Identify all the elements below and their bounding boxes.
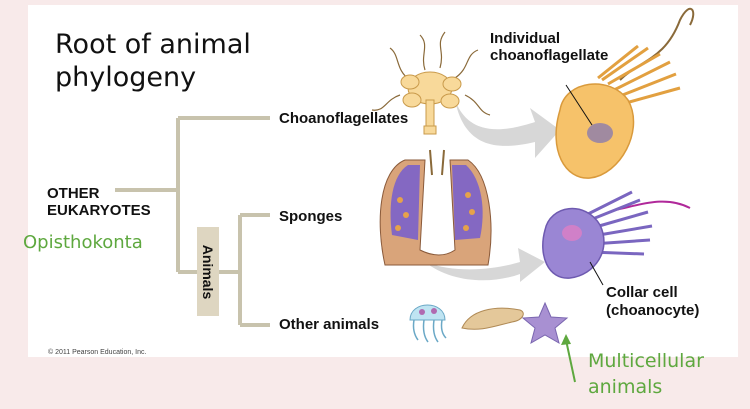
individual-choano-line2: choanoflagellate (490, 47, 609, 64)
choanoflagellate-colony-illustration (371, 31, 491, 135)
collar-cell-illustration (542, 190, 691, 286)
multicellular-line2: animals (588, 376, 663, 398)
sea-star-illustration (521, 301, 569, 345)
individual-choanoflagellate-illustration (555, 7, 695, 179)
other-eukaryotes-label: OTHER EUKARYOTES (47, 185, 151, 219)
arrow-to-individual-choano (455, 100, 560, 158)
slide-title: Root of animal phylogeny (55, 29, 251, 93)
other-eukaryotes-line2: EUKARYOTES (47, 202, 151, 219)
jellyfish-illustration (409, 304, 447, 343)
copyright-text: © 2011 Pearson Education, Inc. (48, 349, 147, 356)
other-animals-label: Other animals (279, 316, 380, 333)
phylogeny-tree (115, 116, 270, 327)
individual-choano-line1: Individual (490, 30, 561, 47)
individual-choanoflagellate-label: Individual choanoflagellate (490, 30, 608, 64)
multicellular-arrow (561, 334, 576, 383)
opisthokonta-label: Opisthokonta (23, 232, 143, 253)
collar-cell-line2: (choanocyte) (606, 302, 700, 319)
sponges-label: Sponges (279, 208, 343, 225)
multicellular-animals-label: Multicellular animals (588, 348, 704, 400)
slide-panel (28, 5, 738, 357)
other-eukaryotes-line1: OTHER (47, 185, 100, 202)
sponge-illustration (379, 149, 492, 266)
collar-cell-label: Collar cell (choanocyte) (606, 284, 699, 320)
animals-bracket-box: Animals (197, 227, 219, 316)
flatworm-illustration (461, 307, 524, 330)
multicellular-line1: Multicellular (588, 350, 704, 372)
other-animals-illustration (409, 301, 569, 345)
choanoflagellates-label: Choanoflagellates (279, 110, 409, 127)
animals-label: Animals (200, 244, 216, 299)
collar-cell-line1: Collar cell (606, 284, 678, 301)
arrow-to-collar-cell (425, 248, 545, 282)
